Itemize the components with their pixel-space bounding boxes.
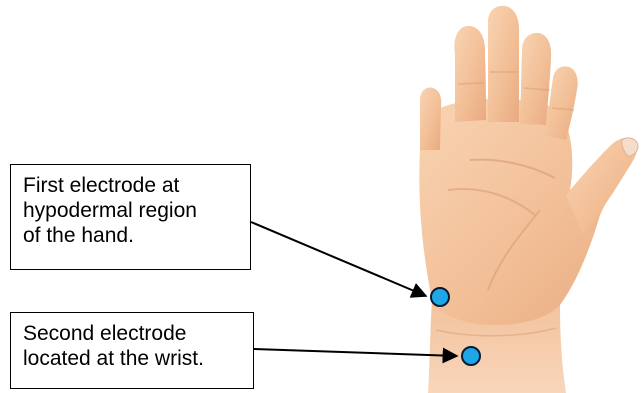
arrow-to-second-electrode: [254, 349, 457, 356]
finger-middle: [488, 6, 519, 122]
second-electrode-marker: [462, 347, 480, 365]
finger-ring: [520, 33, 551, 125]
second-electrode-callout: Second electrode located at the wrist.: [10, 312, 254, 389]
finger-stub: [420, 88, 441, 151]
first-electrode-callout: First electrode at hypodermal region of …: [10, 164, 251, 270]
hand-illustration: [419, 6, 638, 393]
first-electrode-marker: [431, 288, 449, 306]
arrow-to-first-electrode: [251, 222, 426, 296]
finger-index: [454, 26, 486, 122]
finger-crease: [458, 83, 484, 84]
finger-little: [546, 66, 578, 140]
